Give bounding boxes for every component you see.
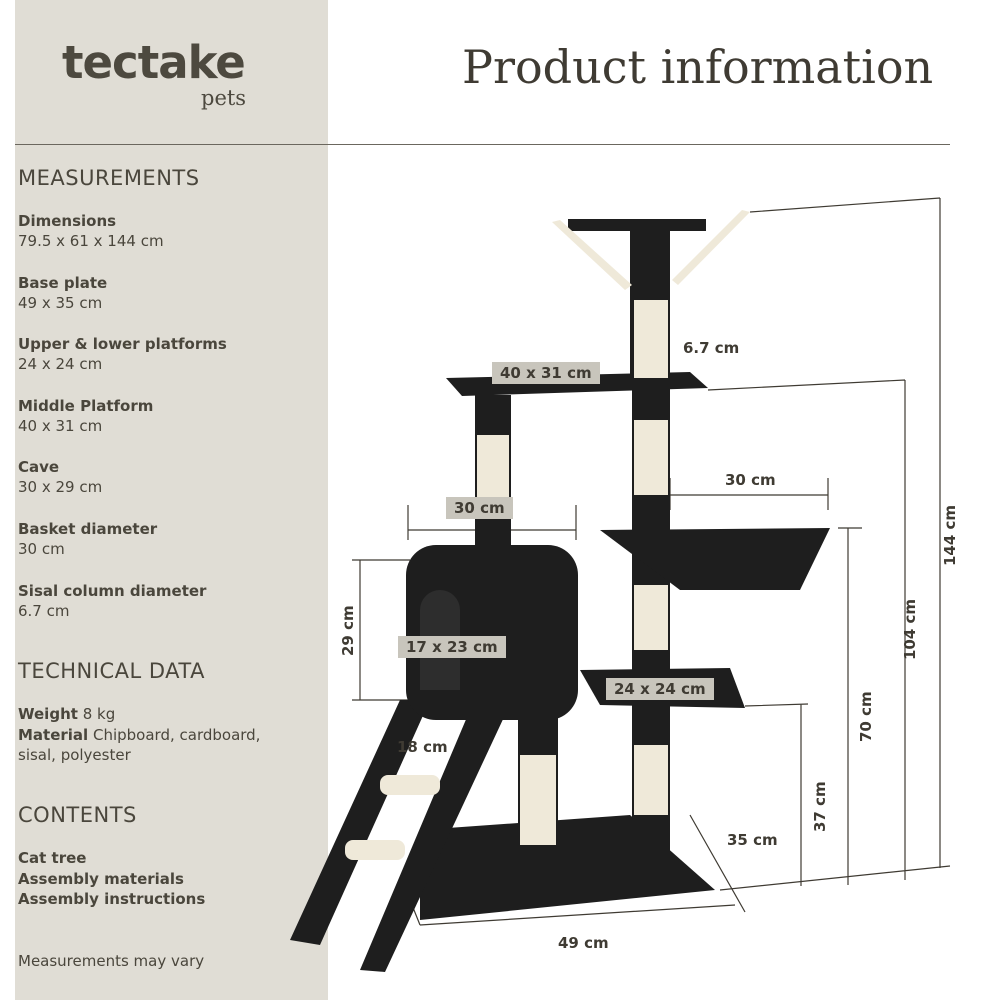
dim-cave-height: 29 cm [339,605,357,656]
dim-depth: 35 cm [727,831,778,849]
technical-heading: TECHNICAL DATA [18,659,205,683]
content-item: Assembly materials [18,870,184,888]
dim-h104: 104 cm [901,598,919,660]
dim-basket: 30 cm [725,471,776,489]
spec-value: 6.7 cm [18,602,70,620]
dim-width: 49 cm [558,934,609,952]
contents-heading: CONTENTS [18,803,137,827]
dim-h70: 70 cm [857,691,875,742]
brand-sub: pets [201,86,247,110]
dim-h144: 144 cm [941,504,959,566]
weight-value: 8 kg [82,705,116,723]
dim-platform: 24 x 24 cm [606,678,714,700]
spec-value: 30 x 29 cm [18,478,103,496]
weight-label: Weight [18,705,78,723]
material-value-2: sisal, polyester [18,746,131,764]
dim-cave-width: 30 cm [446,497,513,519]
material-value: Chipboard, cardboard, [92,726,261,744]
spec-label: Basket diameter [18,520,158,538]
spec-value: 24 x 24 cm [18,355,103,373]
info-panel: tectake pets MEASUREMENTS Dimensions 79.… [15,0,328,1000]
dim-entry: 17 x 23 cm [398,636,506,658]
material-label: Material [18,726,89,744]
dim-column: 6.7 cm [683,339,740,357]
dim-ladder: 18 cm [397,738,448,756]
note: Measurements may vary [18,952,205,970]
divider [15,144,950,145]
spec-value: 49 x 35 cm [18,294,103,312]
spec-label: Cave [18,458,60,476]
content-item: Cat tree [18,849,87,867]
content-item: Assembly instructions [18,890,206,908]
page-title: Product information [462,40,934,94]
spec-label: Upper & lower platforms [18,335,227,353]
spec-label: Dimensions [18,212,117,230]
dim-h37: 37 cm [811,781,829,832]
spec-label: Base plate [18,274,108,292]
spec-value: 30 cm [18,540,65,558]
measurements-heading: MEASUREMENTS [18,166,200,190]
spec-label: Sisal column diameter [18,582,207,600]
spec-label: Middle Platform [18,397,154,415]
spec-value: 40 x 31 cm [18,417,103,435]
brand-logo: tectake [62,36,246,89]
dim-middle-platform: 40 x 31 cm [492,362,600,384]
spec-value: 79.5 x 61 x 144 cm [18,232,164,250]
